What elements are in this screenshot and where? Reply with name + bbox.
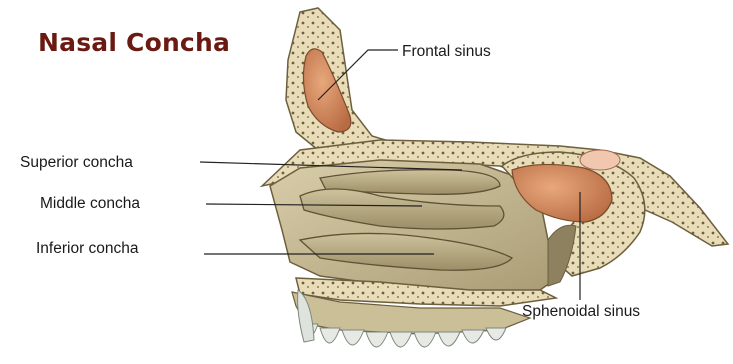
label-superior-concha: Superior concha (20, 154, 133, 172)
diagram-title: Nasal Concha (38, 28, 230, 57)
label-inferior-concha: Inferior concha (36, 240, 139, 258)
pituitary-region (580, 150, 620, 170)
label-sphenoidal-sinus: Sphenoidal sinus (522, 303, 640, 321)
label-middle-concha: Middle concha (40, 195, 140, 213)
label-frontal-sinus: Frontal sinus (402, 43, 491, 61)
